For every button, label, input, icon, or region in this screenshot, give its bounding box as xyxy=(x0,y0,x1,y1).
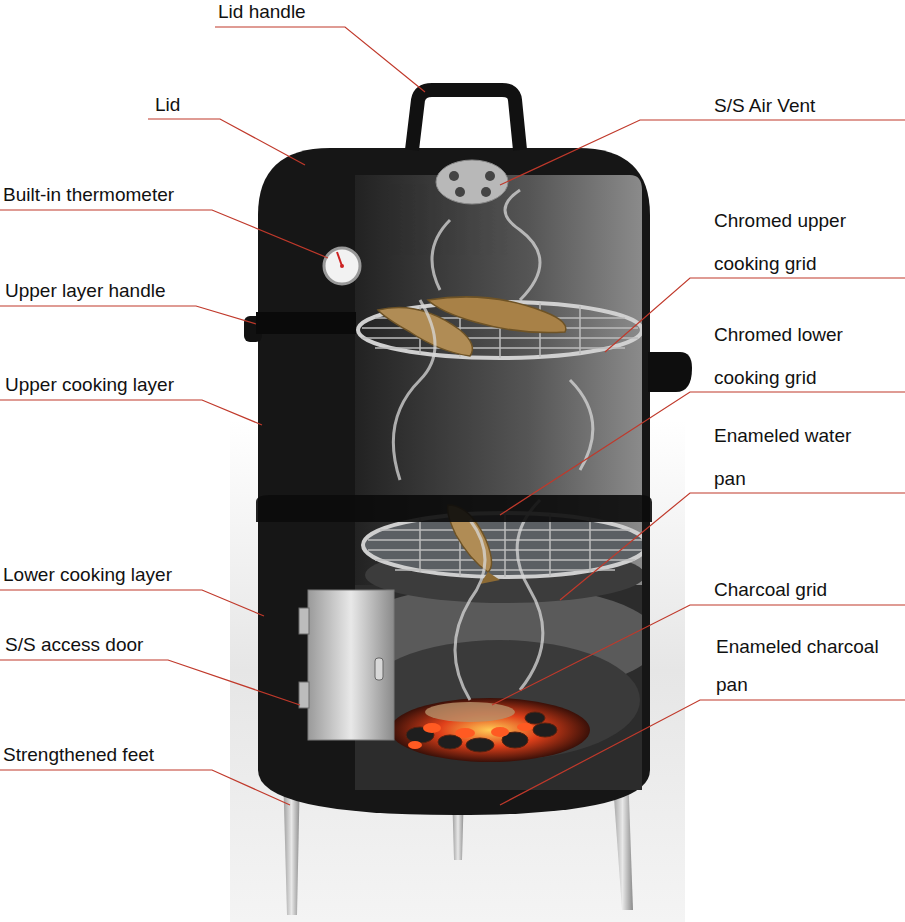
part-label: Upper cooking layer xyxy=(5,374,174,396)
part-label: Built-in thermometer xyxy=(3,184,174,206)
part-label: Strengthened feet xyxy=(3,744,154,766)
lid-handle xyxy=(412,90,520,150)
side-handle xyxy=(648,352,692,392)
leader-lines xyxy=(0,27,905,805)
air-vent xyxy=(436,160,508,204)
thermometer xyxy=(324,248,360,284)
part-label: Chromed lower cooking grid xyxy=(714,313,894,399)
part-label: Lower cooking layer xyxy=(3,564,172,586)
upper-band xyxy=(256,312,356,334)
part-label: Enameled water pan xyxy=(714,414,874,500)
part-label: S/S access door xyxy=(5,634,143,656)
part-label: Chromed upper cooking grid xyxy=(714,199,894,285)
part-label: S/S Air Vent xyxy=(714,95,815,117)
part-label: Lid xyxy=(155,94,180,116)
part-label: Upper layer handle xyxy=(5,280,166,302)
middle-band xyxy=(256,495,652,522)
part-label: Charcoal grid xyxy=(714,579,827,601)
access-door xyxy=(299,590,394,740)
smoker-body xyxy=(258,148,650,815)
part-label: Enameled charcoal pan xyxy=(716,628,896,704)
part-label: Lid handle xyxy=(218,1,306,23)
